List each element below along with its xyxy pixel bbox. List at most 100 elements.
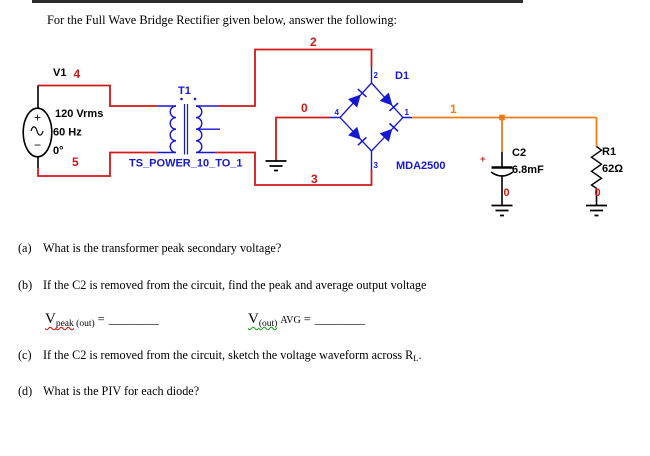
wire-net-3 — [215, 151, 373, 186]
diode-bottom-right — [379, 122, 399, 142]
bridge-leads — [330, 66, 412, 170]
question-b-text: If the C2 is removed from the circuit, f… — [43, 278, 427, 292]
source-ref: V1 — [53, 67, 66, 79]
wire-v1-top — [38, 84, 158, 107]
net-label-0-cap: 0 — [504, 187, 510, 199]
resistor-zigzag — [590, 145, 603, 189]
sine-icon — [30, 126, 44, 136]
question-c-text: If the C2 is removed from the circuit, s… — [43, 348, 414, 362]
vavg-answer-blank: ________ — [314, 312, 365, 326]
rl-subscript: L — [413, 353, 419, 363]
answer-blanks-row: Vpeak (out)=________ V(out)AVG=________ — [0, 311, 650, 333]
problem-title: For the Full Wave Bridge Rectifier given… — [47, 13, 397, 27]
transformer: T1 TS_POWER_10_TO_1 — [129, 85, 243, 170]
polarity-dot-primary — [180, 97, 183, 101]
diode-top-right — [379, 92, 399, 112]
capacitor: + C2 6.8mF 0 — [480, 147, 544, 217]
output-wiring: 1 — [412, 102, 598, 152]
net-label-3: 3 — [311, 172, 318, 186]
ground-symbol-mid — [265, 160, 287, 172]
net-label-2: 2 — [310, 35, 317, 49]
cap-plus-sign: + — [480, 154, 486, 165]
equals-sign: = — [97, 312, 105, 326]
vpeak-answer-blank: ________ — [108, 312, 159, 326]
cap-plate-bottom — [490, 171, 514, 177]
ground-bars — [586, 204, 607, 217]
diode-triangle — [379, 92, 393, 106]
avg-text: AVG — [280, 315, 301, 326]
source-value-rms: 120 Vrms — [55, 108, 103, 120]
question-c-period: . — [418, 348, 422, 362]
wire-v1-bottom — [37, 151, 158, 177]
net-label-5: 5 — [72, 155, 79, 169]
diode-top-left — [348, 88, 367, 108]
v-subscript-out: (out) — [73, 319, 95, 329]
polarity-dot-secondary — [193, 97, 197, 101]
v-subscript-peak: peak — [55, 319, 74, 329]
ground-bars — [491, 204, 513, 217]
transformer-core — [183, 104, 189, 155]
ground-bars — [265, 160, 287, 172]
primary-coil — [169, 105, 177, 154]
transformer-ref: T1 — [178, 85, 191, 97]
vout-avg-blank-group: V(out)AVG=________ — [248, 311, 365, 329]
resistor: R1 62Ω 0 — [586, 145, 623, 217]
question-a-label: (a) — [18, 241, 32, 255]
bridge-diamond — [339, 82, 404, 152]
net-label-1: 1 — [450, 102, 457, 116]
circuit-schematic: + − V1 4 120 Vrms 60 Hz 0° 5 T1 TS_POWER… — [22, 35, 623, 217]
secondary-coil — [195, 105, 203, 154]
resistor-value: 62Ω — [602, 163, 623, 175]
v-symbol: V — [248, 311, 259, 327]
wire-net-0 — [275, 116, 330, 161]
vpeak-out-blank-group: Vpeak (out)=________ — [45, 311, 159, 329]
red-wires — [37, 48, 373, 186]
transformer-leads — [158, 105, 220, 154]
net-label-0-res: 0 — [595, 187, 601, 199]
question-b: (b) If the C2 is removed from the circuit… — [18, 278, 426, 293]
bridge-rectifier: 2 4 1 3 D1 MDA2500 — [330, 66, 446, 172]
question-c-label: (c) — [18, 348, 32, 362]
equals-sign: = — [303, 312, 311, 326]
wire-net-2 — [217, 48, 373, 107]
question-a-text: What is the transformer peak secondary v… — [43, 241, 282, 255]
top-edge-rule — [32, 0, 523, 3]
vout-grammar-squiggle: V(out) — [248, 311, 278, 329]
source-plus-sign: + — [34, 111, 41, 125]
question-b-label: (b) — [18, 278, 33, 292]
diode-triangle — [348, 94, 361, 108]
ac-source: + − V1 4 120 Vrms 60 Hz 0° 5 — [22, 67, 103, 169]
transformer-part: TS_POWER_10_TO_1 — [129, 158, 243, 170]
diode-cathode-bar — [357, 88, 367, 98]
vpeak-misspell-squiggle: Vpeak — [45, 311, 74, 329]
question-c: (c) If the C2 is removed from the circuit… — [18, 348, 422, 363]
diode-cathode-bar — [388, 122, 399, 132]
bridge-ref: D1 — [395, 70, 409, 82]
bridge-pin-bottom: 3 — [374, 161, 379, 170]
source-body — [22, 107, 53, 158]
bridge-pin-left: 4 — [335, 108, 340, 117]
source-value-phase: 0° — [53, 145, 64, 157]
bridge-pin-top: 2 — [374, 71, 379, 80]
diode-bottom-left — [348, 126, 367, 146]
question-a: (a) What is the transformer peak secondar… — [18, 241, 281, 256]
net-label-4: 4 — [74, 67, 81, 81]
diode-cathode-bar — [388, 102, 399, 112]
bridge-pin-right: 1 — [405, 108, 410, 117]
net-label-0: 0 — [301, 101, 308, 115]
source-minus-sign: − — [34, 138, 41, 152]
question-d-text: What is the PIV for each diode? — [43, 384, 200, 398]
diode-triangle — [348, 126, 361, 140]
resistor-ref: R1 — [602, 146, 616, 158]
question-d-label: (d) — [18, 384, 33, 398]
diode-triangle — [379, 128, 393, 142]
wire-net-1 — [412, 116, 598, 152]
source-value-freq: 60 Hz — [53, 127, 82, 139]
v-symbol: V — [45, 311, 56, 327]
question-d: (d) What is the PIV for each diode? — [18, 384, 199, 399]
junction-dot — [499, 114, 505, 121]
bridge-part: MDA2500 — [396, 160, 446, 172]
cap-value: 6.8mF — [512, 164, 544, 176]
v-subscript-out: (out) — [258, 319, 278, 329]
